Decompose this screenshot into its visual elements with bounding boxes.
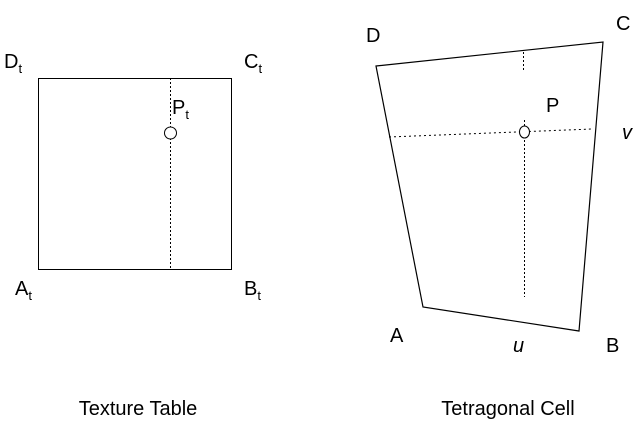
label-b: B bbox=[606, 335, 619, 357]
label-pt: Pt bbox=[172, 97, 189, 122]
texture-table-title: Texture Table bbox=[79, 398, 198, 420]
tetragonal-cell-title: Tetragonal Cell bbox=[441, 398, 574, 420]
label-ct: Ct bbox=[244, 51, 262, 76]
label-d: D bbox=[366, 25, 380, 47]
cell-point-marker bbox=[519, 125, 530, 139]
texture-square bbox=[38, 78, 232, 270]
label-v: v bbox=[622, 122, 633, 144]
label-at: At bbox=[15, 278, 32, 303]
label-p: P bbox=[546, 95, 559, 117]
label-a: A bbox=[390, 325, 404, 347]
label-dt: Dt bbox=[4, 51, 22, 76]
texture-point-marker bbox=[164, 126, 177, 140]
tetragonal-quad bbox=[375, 41, 604, 332]
label-u: u bbox=[513, 335, 524, 357]
label-c: C bbox=[616, 13, 630, 35]
cell-v-line bbox=[388, 128, 593, 138]
label-bt: Bt bbox=[244, 278, 261, 303]
